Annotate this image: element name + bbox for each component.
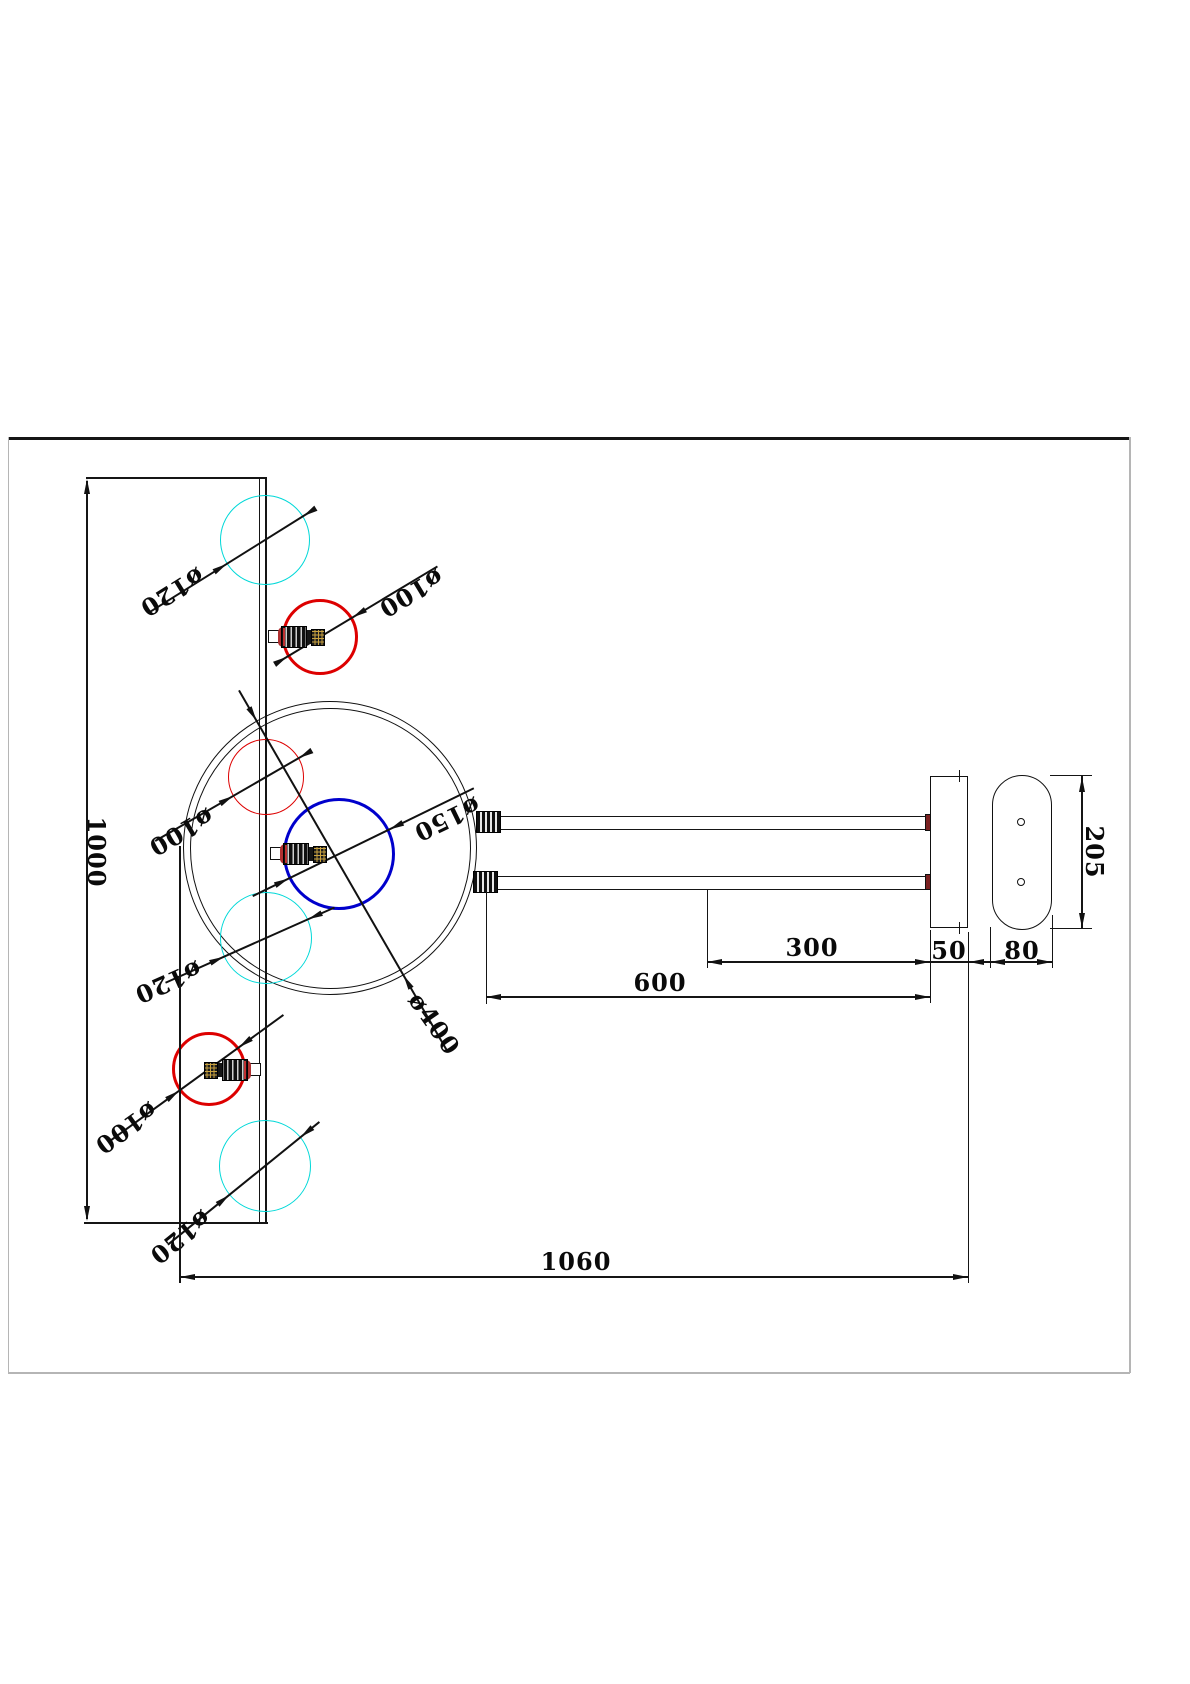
circle-label-cyan-top: ø120	[134, 561, 210, 624]
circle-cyan-middle	[220, 892, 312, 984]
dim-label-50: 50	[931, 936, 967, 965]
dim-205-arrow-bottom	[1078, 913, 1085, 928]
dim-300-arrow-left	[707, 958, 722, 965]
dim-1000-line	[86, 481, 88, 1219]
mounting-ring-outer	[183, 701, 477, 995]
dim-600-line	[486, 996, 930, 998]
dim-300-arrow-right	[915, 958, 930, 965]
connector-red-pin	[244, 1061, 246, 1079]
rod-upper-top-line	[500, 815, 930, 817]
front-plate-top-extension	[86, 477, 267, 479]
connector-plug-grid	[311, 628, 325, 646]
connector-red-pin	[285, 845, 287, 863]
dim-label-300: 300	[785, 933, 839, 962]
dim-ext-wallplate-left	[929, 930, 931, 1003]
rod-lower-ring-fitting	[473, 871, 498, 893]
dim-600-ext-left	[485, 892, 487, 1004]
connector-plug-grid	[313, 845, 327, 863]
connector-body	[281, 626, 307, 648]
wall-plate-center-tick-top	[958, 770, 960, 782]
back-plate-hole-top	[1017, 818, 1025, 826]
circle-label-cyan-middle: ø120	[130, 954, 207, 1010]
dim-80-arrow-right	[1037, 958, 1052, 965]
dim-205-ext-bottom	[1050, 928, 1092, 930]
dim-205-arrow-top	[1078, 777, 1085, 792]
frame-right-border	[1129, 437, 1131, 1373]
rod-lower-bottom-line	[496, 888, 930, 890]
dim-205-line	[1081, 776, 1083, 929]
dim-1000-arrow-top	[83, 479, 90, 494]
power-connector-bottom	[204, 1059, 261, 1081]
wall-plate-center-tick-bottom	[958, 922, 960, 934]
frame-left-border	[8, 437, 9, 1373]
dim-label-205: 205	[1080, 825, 1109, 879]
power-connector-center	[270, 843, 327, 865]
back-plate-oval	[992, 775, 1052, 930]
connector-red-pin	[283, 628, 285, 646]
dim-80-ext-left	[989, 927, 991, 968]
rod-upper-bottom-line	[500, 828, 930, 830]
dim-1060-arrow-right	[953, 1273, 968, 1280]
dim-600-arrow-right	[915, 993, 930, 1000]
circle-label-red-top: ø100	[373, 562, 449, 624]
ring-label-400: ø400	[402, 986, 467, 1061]
dim-205-ext-top	[1050, 774, 1092, 776]
wall-plate-side-view	[930, 776, 968, 928]
mounting-ring-inner	[189, 707, 471, 989]
dim-ext-wallplate-right	[967, 932, 970, 1283]
frame-top-border	[8, 437, 1130, 440]
dim-label-1060: 1060	[540, 1247, 612, 1276]
dim-label-600: 600	[633, 968, 687, 997]
dim-1060-line	[180, 1276, 968, 1278]
connector-plug-grid	[204, 1061, 218, 1079]
circle-label-red-bottom: ø100	[89, 1096, 164, 1161]
frame-bottom-border	[8, 1372, 1130, 1374]
rod-lower-top-line	[496, 875, 930, 877]
dim-80-ext-right	[1051, 915, 1053, 968]
connector-neck	[307, 630, 311, 644]
connector-body	[283, 843, 309, 865]
dim-1000-arrow-bottom	[83, 1206, 90, 1221]
circle-cyan-top	[220, 495, 310, 585]
circle-cyan-bottom	[219, 1120, 311, 1212]
dim-80-arrow-left	[990, 958, 1005, 965]
connector-neck	[218, 1063, 222, 1077]
power-connector-top	[268, 626, 325, 648]
dim-300-ext-left	[706, 890, 708, 968]
rod-upper-ring-fitting	[476, 811, 501, 833]
front-plate-bottom-extension	[84, 1222, 268, 1224]
dim-label-1000: 1000	[82, 816, 111, 888]
dim-row-line	[707, 961, 1053, 963]
dim-600-arrow-left	[486, 993, 501, 1000]
back-plate-hole-bottom	[1017, 878, 1025, 886]
dim-1060-arrow-left	[180, 1273, 195, 1280]
connector-neck	[309, 847, 313, 861]
dim-label-80: 80	[1004, 936, 1040, 965]
dim-50-arrow-right	[968, 958, 984, 965]
dim-1060-ext-left	[179, 846, 181, 1283]
